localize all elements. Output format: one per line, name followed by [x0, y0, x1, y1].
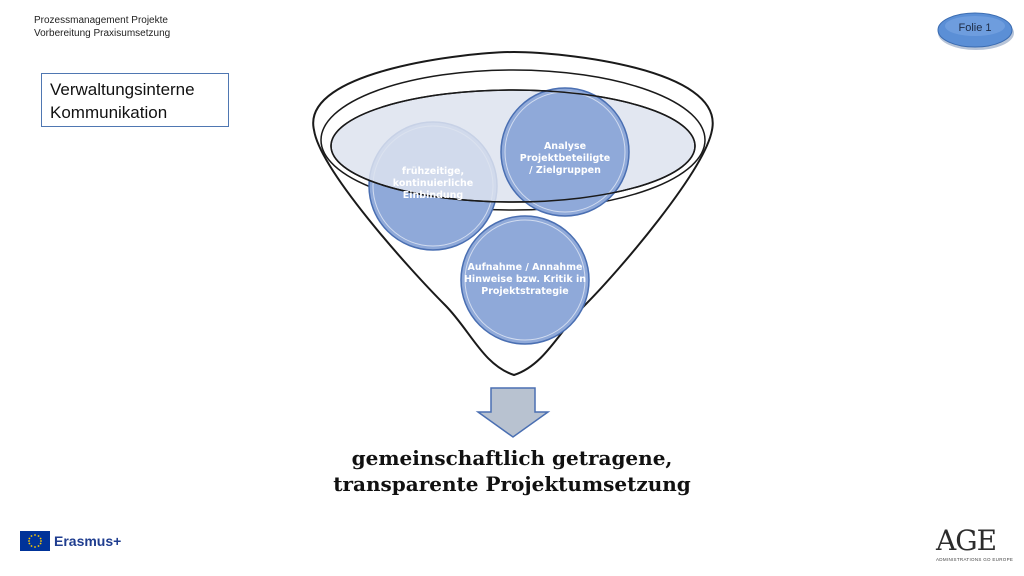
erasmus-logo: Erasmus+ [20, 530, 121, 552]
circle-bottom [460, 215, 590, 345]
circle-bottom-label: Aufnahme / Annahme Hinweise bzw. Kritik … [463, 262, 586, 297]
result-line-2: transparente Projektumsetzung [333, 472, 691, 496]
topic-line-1: Verwaltungsinterne [50, 80, 195, 99]
funnel-rim [320, 69, 706, 211]
topic-box: Verwaltungsinterne Kommunikation [41, 73, 229, 127]
circle-top-right [500, 87, 630, 217]
header-line-2: Vorbereitung Praxisumsetzung [34, 28, 171, 39]
topic-line-2: Kommunikation [50, 103, 168, 122]
age-logo-subtitle: ADMINISTRATIONS GO EUROPE [936, 557, 1014, 562]
circle-left-label: frühzeitige, kontinuierliche Einbindung [392, 166, 474, 201]
eu-flag-icon [20, 531, 50, 551]
down-arrow-icon [475, 387, 551, 438]
header-line-1: Prozessmanagement Projekte [34, 15, 168, 26]
age-logo-text: AGE [936, 524, 997, 557]
header: Prozessmanagement Projekte Vorbereitung … [34, 14, 170, 40]
result-line-1: gemeinschaftlich getragene, [351, 446, 673, 470]
result-heading: gemeinschaftlich getragene, transparente… [260, 445, 764, 497]
age-logo: AGE ADMINISTRATIONS GO EUROPE [936, 524, 1013, 566]
circle-top-right-label: Analyse Projektbeteiligte / Zielgruppen [519, 141, 611, 176]
slide-number-badge: Folie 1 [936, 10, 1016, 50]
slide-number-label: Folie 1 [958, 22, 992, 34]
erasmus-label: Erasmus+ [54, 533, 122, 549]
